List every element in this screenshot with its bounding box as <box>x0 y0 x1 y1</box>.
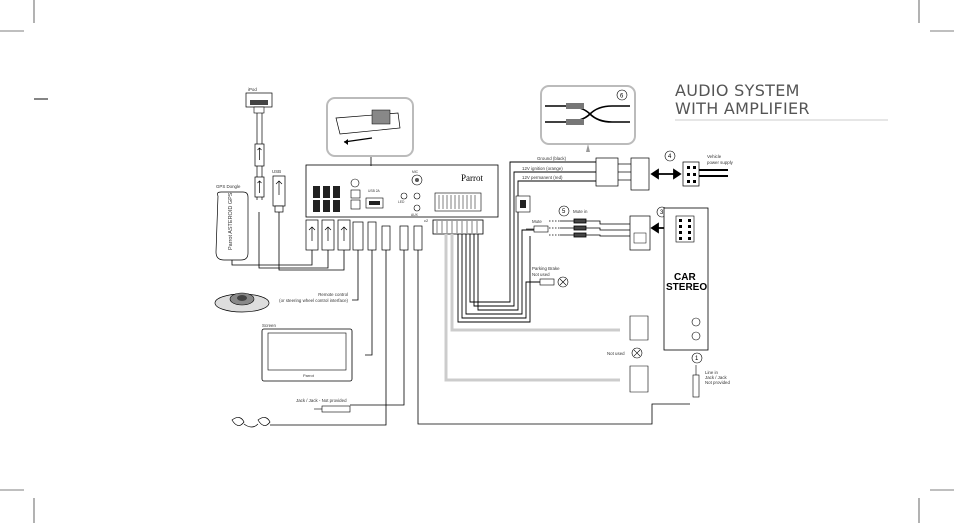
callout-3: 3 <box>660 210 664 216</box>
gps-dongle-label: GPS Dongle <box>216 184 241 189</box>
inset-speaker-wires: 6 <box>540 85 636 145</box>
mute-jack <box>526 225 549 233</box>
permanent-label: 12V permanent (red) <box>522 175 563 180</box>
vehicle-power-plug <box>682 161 728 187</box>
harness-plug <box>432 219 484 235</box>
parking-label-2: Not used <box>532 272 550 277</box>
remote-control <box>214 292 270 313</box>
grey-wires <box>444 234 620 382</box>
ipod-connector <box>245 92 273 114</box>
unit-label-aux: AUX <box>411 213 419 217</box>
c2-label: c2 <box>424 218 429 223</box>
screen-label: Screen <box>262 323 276 328</box>
callout-6: 6 <box>620 94 624 100</box>
audio-connector <box>629 215 651 251</box>
gps-dongle: Parrot ASTEROID GPS <box>215 191 249 261</box>
mute-label: Mute <box>532 219 542 224</box>
power-connector <box>595 157 650 191</box>
ipod-usb-cable <box>254 113 265 200</box>
unit-usb-plugs <box>305 219 423 251</box>
screen-brand: Parrot <box>303 373 315 378</box>
car-stereo-label-car: CAR <box>674 272 696 283</box>
usb-stick <box>272 175 286 213</box>
unit-label-mic: MIC <box>412 170 419 174</box>
inset-cable-detail <box>326 97 414 157</box>
remote-control-label-2: (or steering wheel control interface) <box>279 298 348 303</box>
ignition-label: 12V ignition (orange) <box>522 166 563 171</box>
car-stereo <box>663 207 709 351</box>
page-title-line2: WITH AMPLIFIER <box>675 99 810 118</box>
unit-brand: Parrot <box>461 173 483 183</box>
line-in-label-3: Not provided <box>705 380 730 385</box>
jack-jack-label: Jack / Jack - Not provided <box>296 398 347 403</box>
mute-in-label: Mute in <box>573 209 588 214</box>
line-in-label-2: Jack / Jack <box>705 375 728 380</box>
usb-label: USB <box>272 169 281 174</box>
inset-pointer <box>586 144 590 152</box>
line-in-jack <box>692 365 700 398</box>
callout-5-circle <box>558 205 570 217</box>
peripheral-cables <box>231 212 690 426</box>
main-unit: USB 2A MIC LED AUX Parrot <box>305 164 499 218</box>
remote-control-label-1: Remote control <box>318 292 348 297</box>
parking-label-1: Parking Brake <box>532 266 560 271</box>
harness-wires <box>457 161 596 323</box>
unit-label-led: LED <box>398 200 405 204</box>
parking-brake-jack <box>539 276 569 288</box>
screen-device: Parrot <box>261 328 353 382</box>
line-in-label-1: Line in <box>705 370 718 375</box>
gps-device-text: Parrot ASTEROID GPS <box>228 192 234 250</box>
unit-label-usb: USB 2A <box>368 189 381 193</box>
callout-4-circle <box>664 150 676 162</box>
jack-cable <box>314 405 351 413</box>
not-used-label: Not used <box>607 351 625 356</box>
ipod-label: iPod <box>248 87 257 92</box>
car-stereo-label-stereo: STEREO <box>666 282 707 293</box>
speaker-wires <box>549 218 630 238</box>
callout-5: 5 <box>562 209 566 215</box>
callout-1: 1 <box>695 356 699 362</box>
power-arrow <box>650 168 682 180</box>
vehicle-label-2: power supply <box>707 160 734 165</box>
not-used-connectors <box>629 315 649 393</box>
vehicle-label-1: Vehicle <box>707 154 722 159</box>
headset <box>231 417 271 428</box>
mute-connector-block <box>515 195 531 213</box>
ground-label: Ground (black) <box>537 156 567 161</box>
page-title-line1: AUDIO SYSTEM <box>675 81 800 100</box>
callout-1-circle <box>691 352 703 364</box>
callout-4: 4 <box>668 154 672 160</box>
